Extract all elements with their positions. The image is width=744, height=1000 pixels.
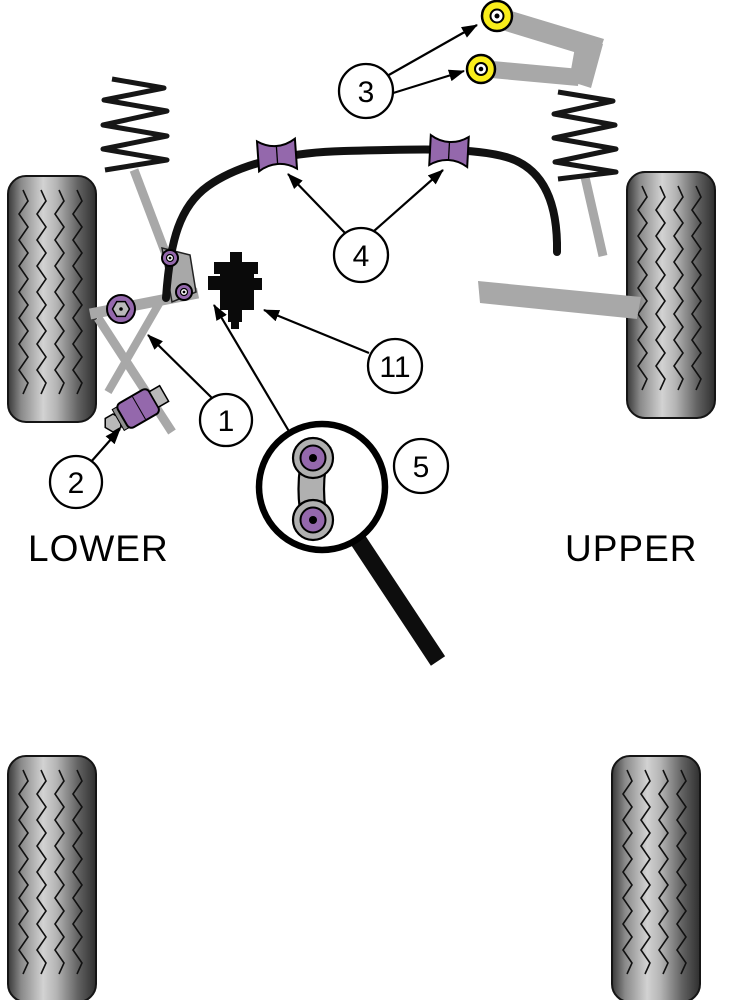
- callout-3-circle: [337, 62, 395, 120]
- magnifier: [255, 420, 446, 666]
- tire-top-right: [627, 172, 715, 418]
- lower-arm-front-bush: [106, 294, 136, 324]
- callout-2-circle: [48, 454, 104, 510]
- callout-4-label: 4: [353, 240, 370, 273]
- magnifier-handle: [348, 532, 446, 666]
- arb-bush-left: [255, 136, 299, 174]
- callout-4-circle: [332, 226, 390, 284]
- tire-bottom-right: [612, 756, 700, 1000]
- right-strut: [580, 176, 608, 257]
- arrow-callout3-to-lower-bush: [389, 69, 465, 96]
- tie-rod: [104, 299, 164, 395]
- callout-5-label: 5: [413, 451, 430, 484]
- arrow-callout2-to-bush: [89, 428, 121, 464]
- label-lower: LOWER: [28, 528, 169, 569]
- tire-top-left: [8, 176, 96, 422]
- callout-1-label: 1: [218, 405, 235, 438]
- label-upper: UPPER: [565, 528, 697, 569]
- engine-mount: [208, 252, 262, 329]
- callout-3-label: 3: [358, 76, 375, 109]
- drop-link-bush-lower: [175, 283, 193, 301]
- lower-arm-rear-bush-assembly: [104, 384, 170, 433]
- upper-trailing-arm: [478, 281, 641, 319]
- coil-spring-left: [100, 76, 170, 173]
- callout-5: 5: [392, 437, 450, 495]
- callout-2-label: 2: [68, 467, 85, 500]
- callout-3: 3: [337, 62, 395, 120]
- callout-11: 11: [366, 337, 424, 395]
- callout-11-circle: [366, 337, 424, 395]
- callout-5-circle: [392, 437, 450, 495]
- anti-roll-bar: [162, 145, 561, 302]
- upper-link-bar-2: [480, 60, 580, 86]
- coil-spring-right: [551, 89, 619, 182]
- yellow-bush-lower: [465, 53, 497, 85]
- tire-bottom-left: [8, 756, 96, 1000]
- arrow-callout4-to-left-bush: [287, 173, 346, 234]
- drop-link-bush-upper: [161, 249, 179, 267]
- callout-1: 1: [198, 392, 254, 448]
- magnified-mount-bracket: [291, 436, 335, 542]
- arrow-callout4-to-right-bush: [373, 169, 444, 232]
- arb-bush-right: [428, 133, 470, 169]
- callout-11-label: 11: [379, 351, 410, 384]
- arrow-callout3-to-upper-bush: [386, 24, 478, 77]
- left-strut: [129, 168, 172, 259]
- arrow-callout11-to-mount: [263, 308, 370, 355]
- arrow-callout1-to-bush: [147, 334, 213, 399]
- callout-2: 2: [48, 454, 104, 510]
- callout-1-circle: [198, 392, 254, 448]
- yellow-bush-upper: [480, 0, 514, 33]
- lower-arm-rear: [94, 315, 176, 435]
- arrow-magnifier-to-mount: [213, 304, 291, 434]
- callout-4: 4: [332, 226, 390, 284]
- upper-link-corner: [569, 36, 603, 88]
